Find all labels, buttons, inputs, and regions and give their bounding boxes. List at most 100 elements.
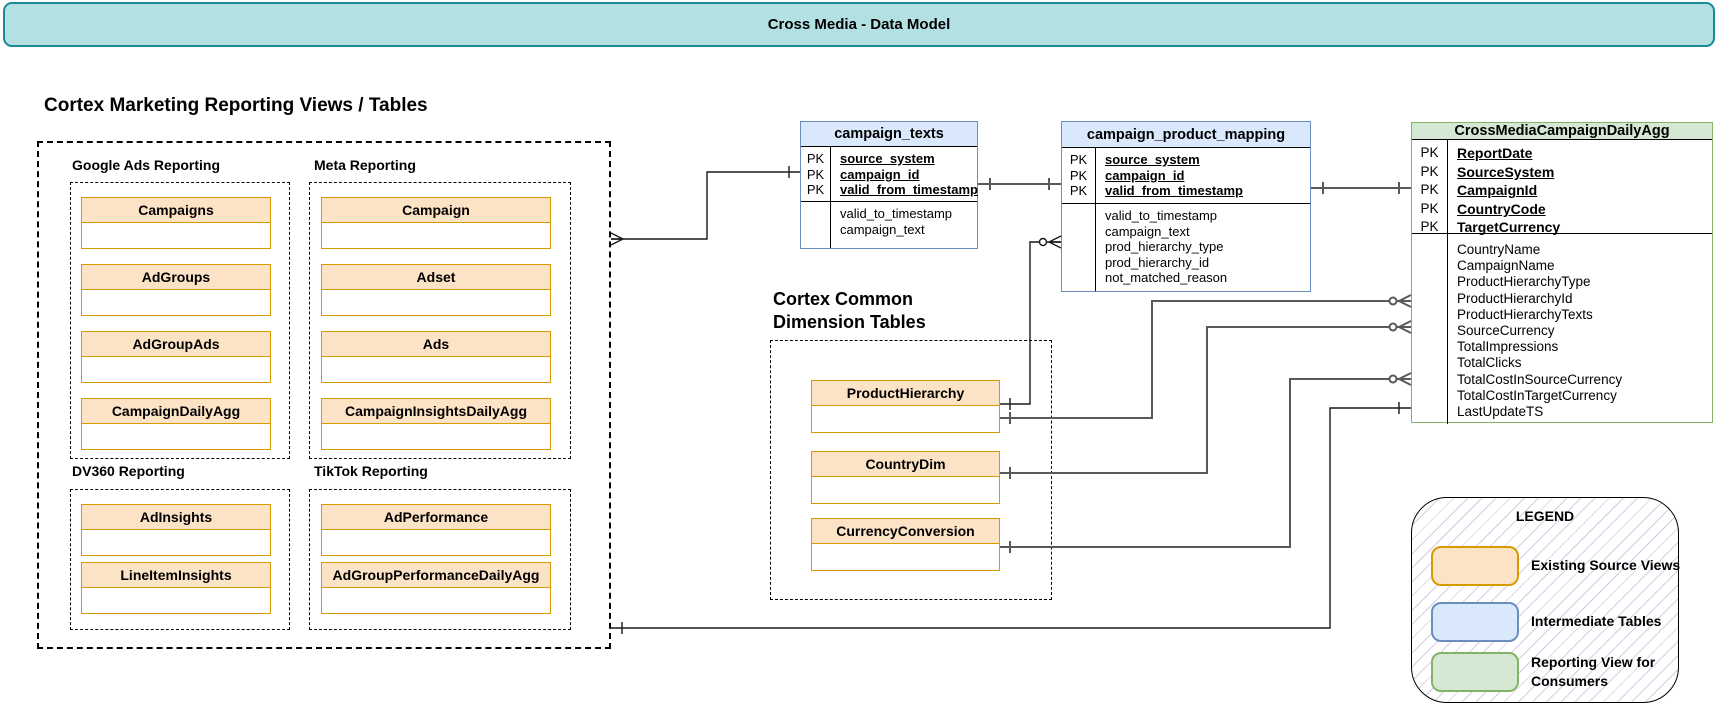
table-header: AdGroupAds (81, 331, 271, 357)
field: prod_hierarchy_id (1105, 254, 1210, 270)
table-body (321, 223, 551, 249)
field-section: CountryName CampaignName ProductHierarch… (1412, 233, 1712, 425)
table-header: ProductHierarchy (811, 380, 1000, 406)
pk-tag: PK (806, 182, 825, 197)
pk-tag: PK (1420, 145, 1439, 160)
field: TotalImpressions (1457, 339, 1559, 355)
table-adgroups: AdGroups (81, 264, 271, 316)
field-section: valid_to_timestamp campaign_text (801, 201, 977, 248)
table-body (811, 544, 1000, 571)
table-header: Ads (321, 331, 551, 357)
table-header: CampaignInsightsDailyAgg (321, 398, 551, 424)
table-header: CountryDim (811, 451, 1000, 477)
table-adinsights: AdInsights (81, 504, 271, 556)
group-label-dv360: DV360 Reporting (72, 463, 185, 479)
table-adperformance: AdPerformance (321, 504, 551, 556)
pk-column-spacer (1062, 204, 1096, 291)
title-banner: Cross Media - Data Model (3, 2, 1715, 47)
legend: LEGEND Existing Source Views Intermediat… (1411, 497, 1681, 703)
pk-tag: PK (1420, 200, 1439, 216)
table-header: AdInsights (81, 504, 271, 530)
pk-tag: PK (1420, 163, 1439, 179)
table-campaign: Campaign (321, 197, 551, 249)
table-header: Campaigns (81, 197, 271, 223)
pk-tag: PK (1069, 152, 1088, 167)
table-header: LineItemInsights (81, 562, 271, 588)
table-body (811, 406, 1000, 433)
dimension-title-line1: Cortex Common (773, 289, 914, 309)
table-body (81, 588, 271, 614)
pk-field: campaign_id (840, 166, 920, 182)
pk-field: CampaignId (1457, 182, 1538, 199)
table-header: AdGroups (81, 264, 271, 290)
pk-column: PK PK PK PK PK (1412, 140, 1448, 234)
field: TotalCostInTargetCurrency (1457, 387, 1617, 403)
table-header: AdGroupPerformanceDailyAgg (321, 562, 551, 588)
marketing-views-box (37, 141, 611, 649)
pk-tag: PK (1069, 183, 1088, 198)
table-body (321, 530, 551, 556)
legend-label: Existing Source Views (1531, 557, 1681, 573)
table-header: AdPerformance (321, 504, 551, 530)
table-header: Adset (321, 264, 551, 290)
field: valid_to_timestamp (840, 206, 952, 221)
fields: valid_to_timestamp campaign_text (831, 202, 961, 248)
table-campaigns: Campaigns (81, 197, 271, 249)
pk-section: PK PK PK PK PK ReportDate SourceSystem C… (1412, 140, 1712, 235)
field: campaign_text (840, 221, 925, 237)
field: TotalClicks (1457, 355, 1522, 371)
group-label-google-ads: Google Ads Reporting (72, 157, 221, 173)
pk-field: source_system (840, 151, 935, 166)
table-ads: Ads (321, 331, 551, 383)
pk-column: PK PK PK (801, 147, 831, 201)
group-label-meta: Meta Reporting (314, 157, 416, 173)
fields: CountryName CampaignName ProductHierarch… (1448, 234, 1631, 424)
pk-field: ReportDate (1457, 145, 1533, 161)
pk-fields: source_system campaign_id valid_from_tim… (1096, 148, 1252, 203)
legend-title: LEGEND (1515, 508, 1575, 524)
table-body (811, 477, 1000, 504)
connector-texts-to-mapping (978, 178, 1061, 190)
table-campaigndailyagg: CampaignDailyAgg (81, 398, 271, 450)
er-table-campaign-product-mapping: campaign_product_mapping PK PK PK source… (1061, 121, 1311, 292)
field: ProductHierarchyType (1457, 274, 1591, 290)
table-countrydim: CountryDim (811, 451, 1000, 504)
connector-views-to-campaign-texts (610, 166, 800, 246)
field: not_matched_reason (1105, 270, 1228, 285)
group-box-google-ads (70, 182, 290, 459)
table-body (321, 424, 551, 450)
table-adgroupperformancedailyagg: AdGroupPerformanceDailyAgg (321, 562, 551, 614)
pk-fields: ReportDate SourceSystem CampaignId Count… (1448, 140, 1569, 235)
pk-section: PK PK PK source_system campaign_id valid… (801, 147, 978, 201)
group-box-dv360 (70, 489, 290, 630)
table-body (81, 424, 271, 450)
field: LastUpdateTS (1457, 404, 1544, 420)
table-adset: Adset (321, 264, 551, 316)
pk-field: valid_from_timestamp (840, 182, 978, 197)
er-table-title: CrossMediaCampaignDailyAgg (1412, 123, 1712, 140)
group-box-meta (309, 182, 571, 459)
table-currencyconversion: CurrencyConversion (811, 518, 1000, 571)
table-producthierarchy: ProductHierarchy (811, 380, 1000, 433)
legend-swatch-intermediate-tables (1431, 602, 1519, 642)
table-header: Campaign (321, 197, 551, 223)
field: prod_hierarchy_type (1105, 239, 1224, 254)
pk-fields: source_system campaign_id valid_from_tim… (831, 147, 987, 201)
field: CampaignName (1457, 258, 1555, 274)
connector-mapping-to-crossmedia (1311, 182, 1411, 194)
left-panel-title: Cortex Marketing Reporting Views / Table… (44, 95, 428, 116)
connector-currencyconversion-to-crossmedia (1000, 372, 1412, 553)
pk-section: PK PK PK source_system campaign_id valid… (1062, 148, 1310, 203)
field-section: valid_to_timestamp campaign_text prod_hi… (1062, 203, 1310, 291)
field: ProductHierarchyId (1457, 290, 1573, 306)
table-body (321, 290, 551, 316)
pk-field: valid_from_timestamp (1105, 183, 1243, 198)
pk-field: source_system (1105, 152, 1200, 167)
table-campaigninsightsdailyagg: CampaignInsightsDailyAgg (321, 398, 551, 450)
table-body (81, 530, 271, 556)
legend-label: Reporting View for Consumers (1531, 654, 1656, 689)
pk-field: campaign_id (1105, 167, 1185, 183)
er-table-title: campaign_product_mapping (1062, 122, 1310, 148)
table-body (81, 290, 271, 316)
